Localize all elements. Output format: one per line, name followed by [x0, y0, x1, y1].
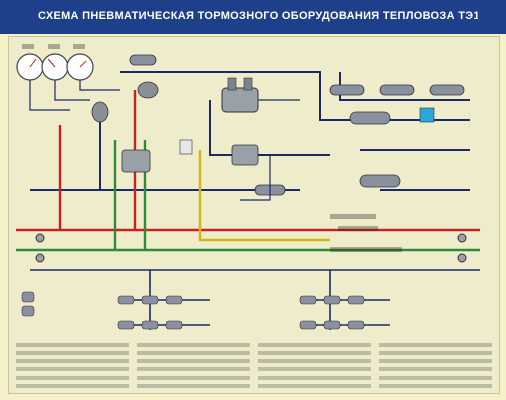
legend-entry: [258, 343, 371, 347]
legend-entry: [379, 367, 492, 372]
reservoir-icon: [349, 111, 391, 125]
reservoirs: [129, 54, 465, 196]
pipeline-label: [338, 226, 378, 231]
legend-entry: [137, 383, 250, 388]
valve-icon: [179, 139, 193, 155]
auxiliary-pipeline: [198, 150, 330, 242]
legend-entry: [137, 375, 250, 380]
brake-valve-icon: [231, 144, 259, 166]
legend-entry: [16, 367, 129, 372]
reservoir-icon: [359, 174, 401, 188]
bogie-pipelines: [30, 269, 480, 330]
brake-valve-icon: [91, 101, 109, 123]
legend-entry: [379, 359, 492, 364]
legend-entry: [258, 375, 371, 380]
legend-entry: [379, 375, 492, 380]
legend-entry: [16, 343, 129, 347]
compressor: [221, 77, 259, 113]
legend-entry: [258, 367, 371, 372]
pipeline-label: [330, 214, 376, 219]
gauge-label: [22, 44, 34, 49]
legend-entry: [16, 383, 129, 388]
legend-entry: [379, 383, 492, 388]
connecting-lines: [29, 80, 300, 201]
reservoir-icon: [379, 84, 415, 96]
pipeline-label: [330, 247, 402, 252]
legend-entry: [137, 343, 250, 347]
reservoir-icon: [429, 84, 465, 96]
gauge-label: [48, 44, 60, 49]
bogie-brake-cylinders: [117, 295, 365, 330]
legend-entry: [258, 359, 371, 364]
reservoir-icon: [129, 54, 157, 66]
end-hoses: [35, 233, 467, 263]
brake-valve-icon: [121, 149, 151, 173]
auxiliary-reservoirs: [21, 291, 35, 317]
title-bar: [0, 0, 506, 34]
gauge-label: [73, 44, 85, 49]
reservoir-icon: [329, 84, 365, 96]
brake-valve-icon: [137, 81, 159, 99]
air-dryer: [419, 107, 435, 123]
legend-entry: [379, 343, 492, 347]
legend-entry: [16, 359, 129, 364]
legend: [16, 342, 492, 390]
diagram-title: СХЕМА ПНЕВМАТИЧЕСКАЯ ТОРМОЗНОГО ОБОРУДОВ…: [38, 10, 478, 22]
legend-entry: [16, 351, 129, 356]
gauge-group: [16, 53, 94, 81]
legend-entry: [16, 375, 129, 380]
legend-entry: [258, 351, 371, 356]
legend-entry: [379, 351, 492, 356]
legend-entry: [137, 359, 250, 364]
legend-entry: [258, 383, 371, 388]
legend-entry: [137, 367, 250, 372]
legend-entry: [137, 351, 250, 356]
brake-valves: [91, 81, 259, 173]
